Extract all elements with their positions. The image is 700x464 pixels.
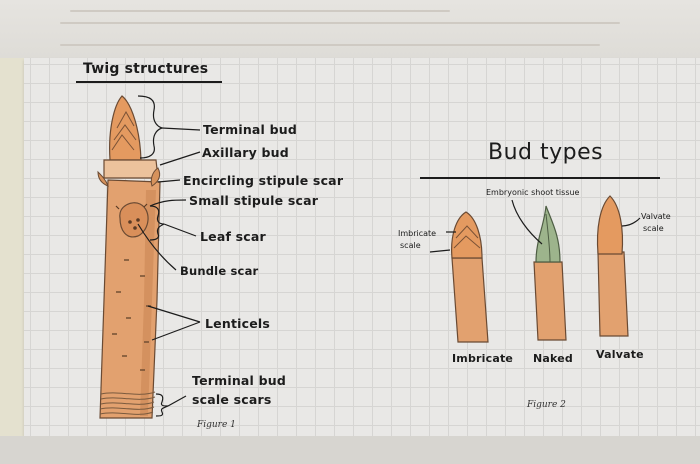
encircling-stipule-scar-label: Encircling stipule scar	[183, 173, 343, 188]
valvate-scale-label-line2: scale	[643, 224, 664, 233]
leaf-scar	[120, 203, 148, 237]
bundle-scar-label: Bundle scar	[180, 264, 258, 278]
figure1-caption: Figure 1	[197, 420, 236, 430]
terminal-bud	[110, 96, 141, 160]
lenticels-label: Lenticels	[205, 316, 270, 331]
axillary-bud-label: Axillary bud	[202, 145, 289, 160]
twig-illustration	[98, 96, 160, 418]
encircling-stipule-scar	[104, 160, 158, 178]
figure2-caption: Figure 2	[527, 400, 566, 410]
valvate-bud	[598, 196, 629, 336]
figure1-title: Twig structures	[83, 61, 208, 77]
naked-bud	[534, 206, 566, 340]
terminal-bud-label: Terminal bud	[203, 122, 297, 137]
small-stipule-scar-label: Small stipule scar	[189, 193, 318, 208]
imbricate-scale-label-line1: Imbricate	[398, 229, 436, 238]
imbricate-bud	[452, 212, 488, 342]
bud-name-imbricate: Imbricate	[452, 352, 513, 365]
imbricate-scale-label-line2: scale	[400, 241, 421, 250]
terminal-bud-scale-scars-label-line1: Terminal bud	[192, 373, 286, 388]
bud-name-valvate: Valvate	[596, 348, 644, 361]
embryonic-shoot-tissue-label: Embryonic shoot tissue	[486, 188, 579, 197]
bud-name-naked: Naked	[533, 352, 573, 365]
valvate-scale-label-line1: Valvate	[641, 212, 671, 221]
terminal-bud-scale-scars-label-line2: scale scars	[192, 392, 272, 407]
figure2-title: Bud types	[488, 140, 603, 165]
leaf-scar-label: Leaf scar	[200, 229, 266, 244]
